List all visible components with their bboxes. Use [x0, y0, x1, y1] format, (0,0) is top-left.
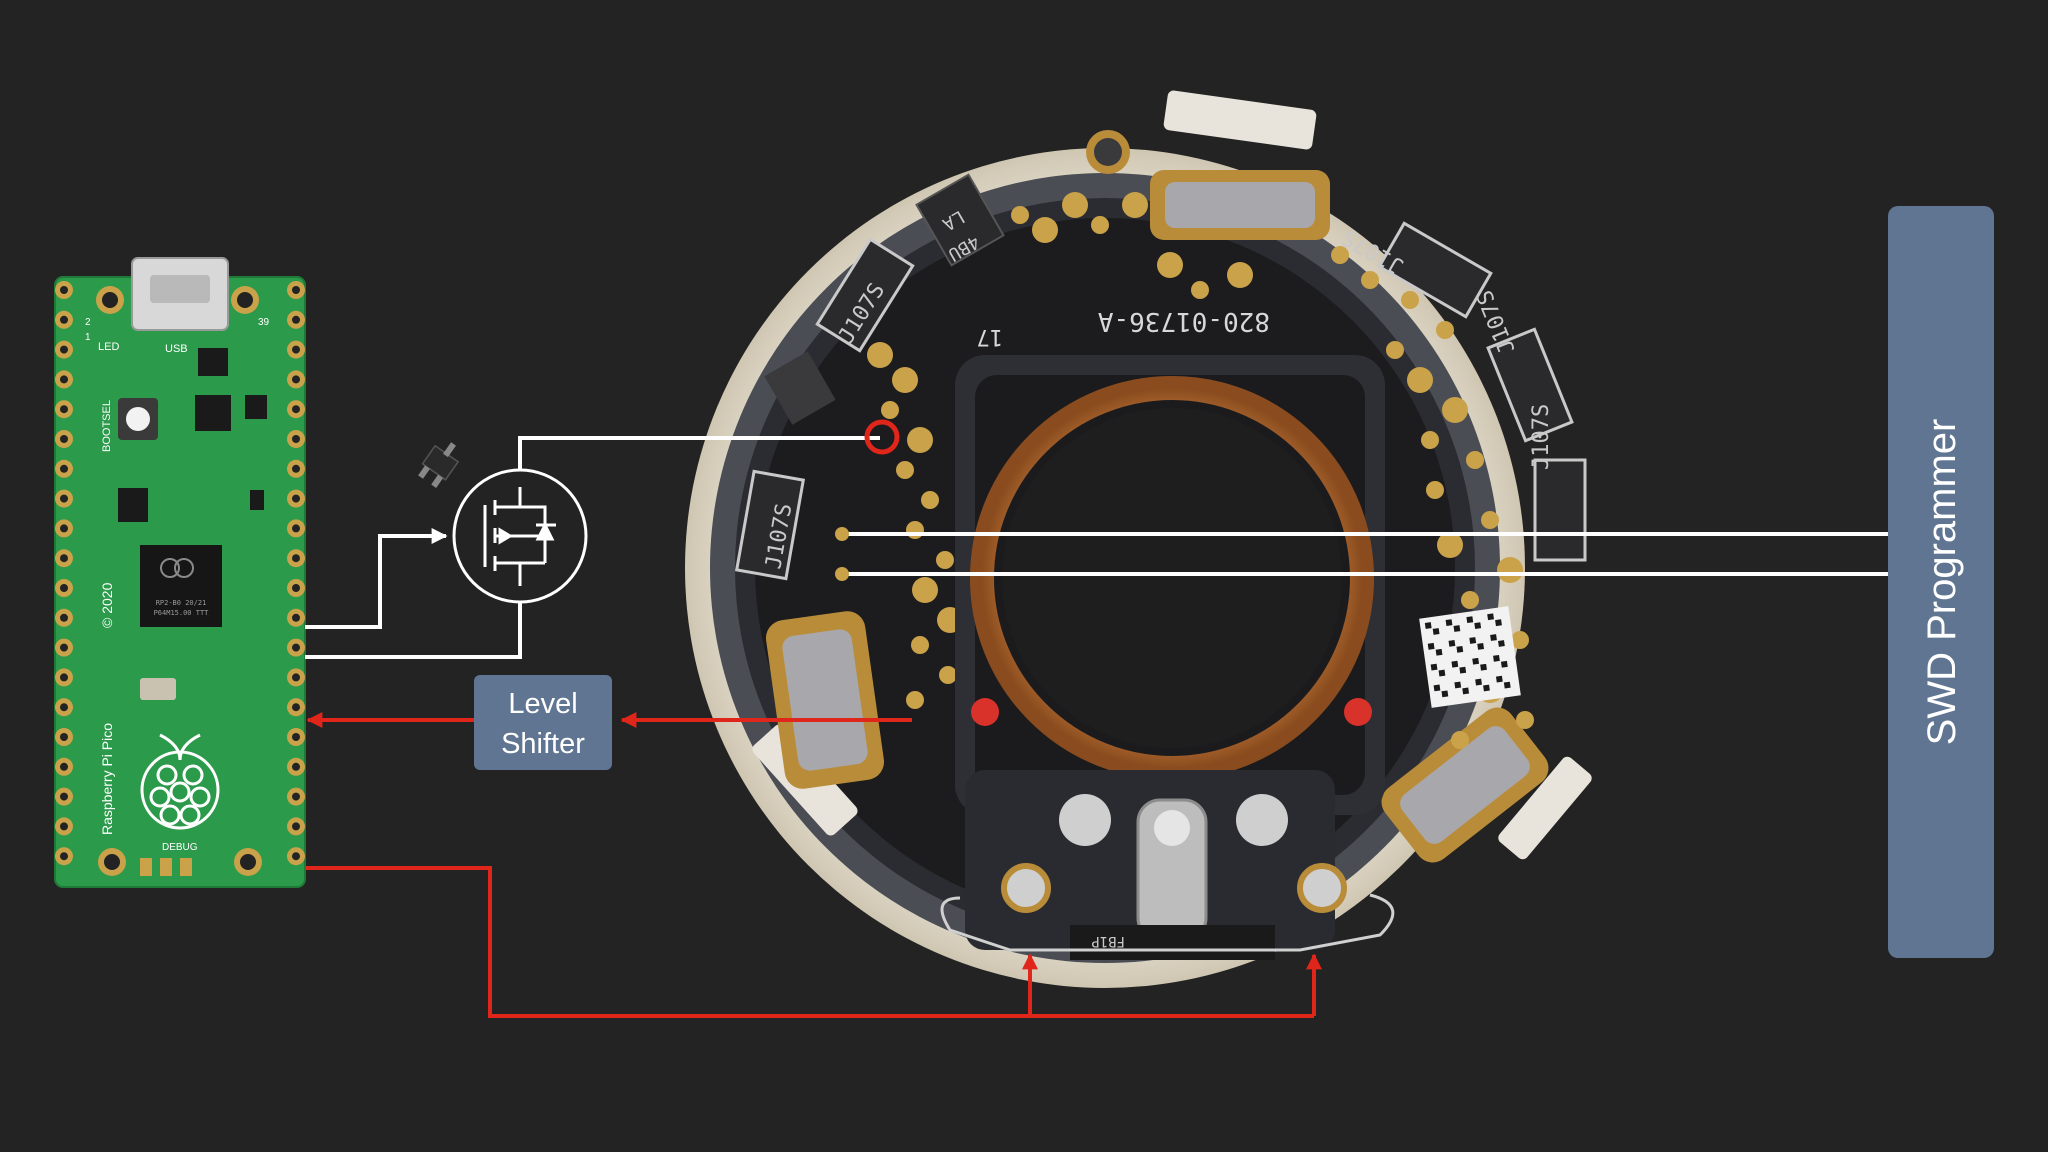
swdio-test-point [835, 527, 849, 541]
wire-gpio-to-mosfet-source [305, 602, 520, 657]
swd-programmer-box: SWD Programmer [1888, 206, 1994, 958]
level-shifter-label-line1: Level [508, 688, 577, 720]
usb-label: USB [165, 343, 188, 355]
level-shifter-box: Level Shifter [474, 675, 612, 770]
swd-programmer-label: SWD Programmer [1920, 419, 1964, 746]
pin-1-label: 1 [85, 332, 91, 343]
date-code-label-2: 17 [977, 324, 1004, 349]
chip-marking-1: RP2-B0 20/21 [156, 599, 207, 607]
connector-marking: FB1P [1091, 933, 1125, 949]
raspberry-pi-pico-board: RP2-B0 20/21 P64M15.00 TTT LED USB 1 2 3… [55, 258, 305, 887]
pin-39-label: 39 [258, 317, 270, 328]
bootsel-label: BOOTSEL [101, 400, 113, 452]
mosfet-part-icon [416, 436, 465, 490]
diode-label-4: J107S [1529, 404, 1554, 470]
board-name-label: Raspberry Pi Pico [99, 723, 115, 835]
level-shifter-label-line2: Shifter [501, 728, 585, 760]
debug-label: DEBUG [162, 842, 198, 853]
magsafe-charger-board: J107S J107S J107S J107S J107S 4BU LA 820… [685, 90, 1594, 988]
mosfet-symbol [454, 470, 586, 602]
wire-gpio-to-mosfet-gate [305, 536, 446, 627]
part-number-label: 820-01736-A [1097, 306, 1270, 336]
chip-marking-2: P64M15.00 TTT [154, 609, 210, 617]
bootsel-button [126, 407, 150, 431]
led-label: LED [98, 341, 119, 353]
copyright-label: © 2020 [99, 582, 115, 628]
pin-2-label: 2 [85, 317, 91, 328]
swclk-test-point [835, 567, 849, 581]
diode-label-3: J107S [1473, 286, 1521, 357]
